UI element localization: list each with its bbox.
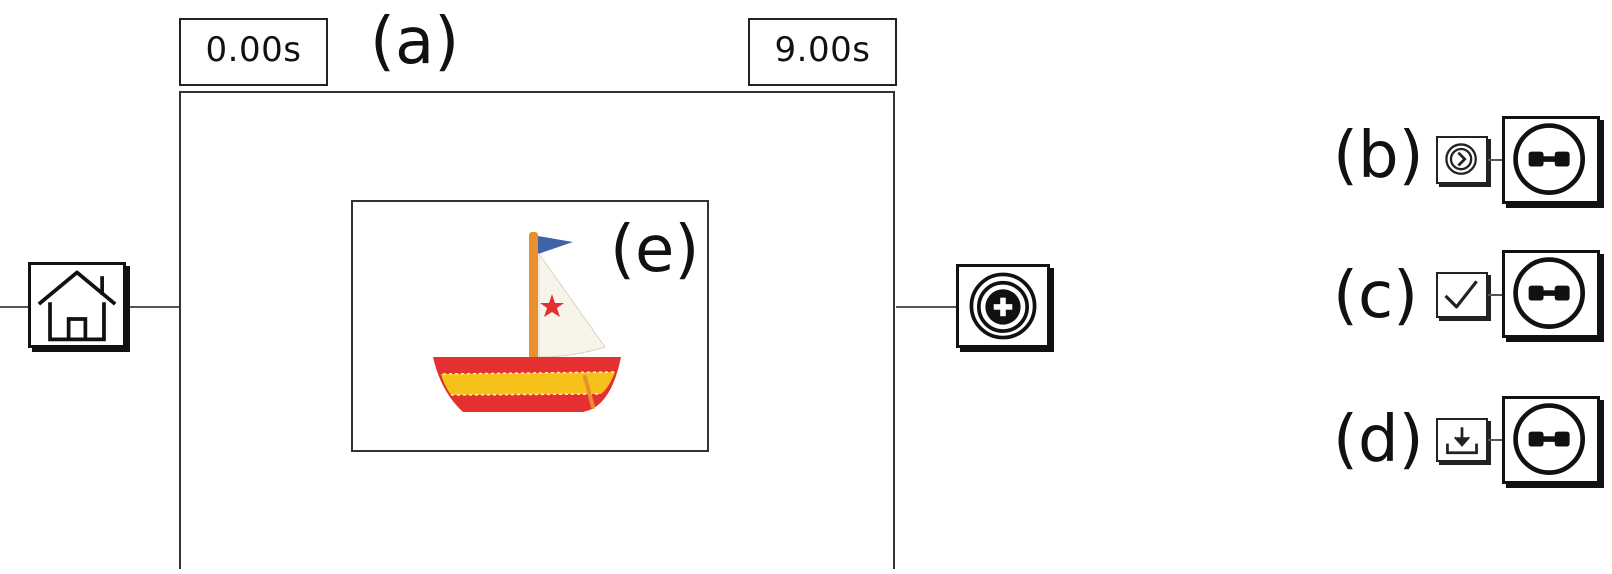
label-b: (b) <box>1333 119 1424 193</box>
link-icon <box>1513 403 1586 475</box>
legend-c-small-box[interactable] <box>1436 272 1488 318</box>
download-tray-icon <box>1446 427 1478 455</box>
legend-c-connector <box>1488 294 1502 296</box>
label-d: (d) <box>1333 403 1424 477</box>
legend-d-link-node[interactable] <box>1502 396 1600 484</box>
connector-home-to-frame <box>128 306 180 308</box>
legend-b-small-box[interactable] <box>1436 136 1488 184</box>
connector-frame-to-add <box>896 306 956 308</box>
legend-d-connector <box>1488 439 1502 441</box>
next-circle-icon <box>1445 143 1477 175</box>
legend-b-connector <box>1488 159 1502 161</box>
link-icon <box>1513 257 1586 329</box>
add-node[interactable] <box>956 264 1050 348</box>
scene-frame[interactable] <box>179 91 895 569</box>
label-e: (e) <box>610 213 700 287</box>
legend-b-link-node[interactable] <box>1502 116 1600 204</box>
sailboat-image <box>433 232 621 412</box>
scene-image-frame[interactable] <box>351 200 709 452</box>
home-icon <box>37 270 117 342</box>
legend-d-small-box[interactable] <box>1436 418 1488 462</box>
home-node[interactable] <box>28 262 126 348</box>
link-icon <box>1513 123 1586 195</box>
connector-left-edge <box>0 306 28 308</box>
add-circle-icon <box>969 272 1037 340</box>
start-time-box[interactable]: 0.00s <box>179 18 328 86</box>
label-a: (a) <box>370 5 460 79</box>
end-time-box[interactable]: 9.00s <box>748 18 897 86</box>
legend-c-link-node[interactable] <box>1502 250 1600 338</box>
label-c: (c) <box>1333 259 1419 333</box>
checkbox-icon <box>1444 280 1478 309</box>
